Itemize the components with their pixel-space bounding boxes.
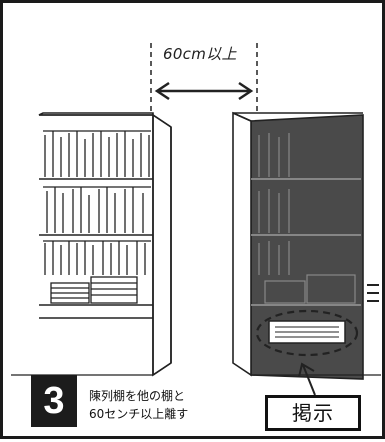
spacing-label: 60cm以上 (163, 45, 237, 63)
caption-line-2: 60センチ以上離す (89, 407, 189, 421)
pointer-arrow (298, 362, 316, 396)
right-bookshelf (232, 111, 379, 380)
posted-notice (268, 320, 346, 344)
spacing-guide (150, 43, 258, 113)
step-caption: 陳列棚を他の棚と 60センチ以上離す (89, 387, 188, 423)
left-bookshelf (38, 112, 172, 377)
caption-line-1: 陳列棚を他の棚と (89, 389, 186, 403)
bookshelf-illustration (11, 43, 381, 396)
display-sign-label: 掲示 (265, 395, 361, 431)
step-number-badge: 3 (31, 375, 77, 427)
